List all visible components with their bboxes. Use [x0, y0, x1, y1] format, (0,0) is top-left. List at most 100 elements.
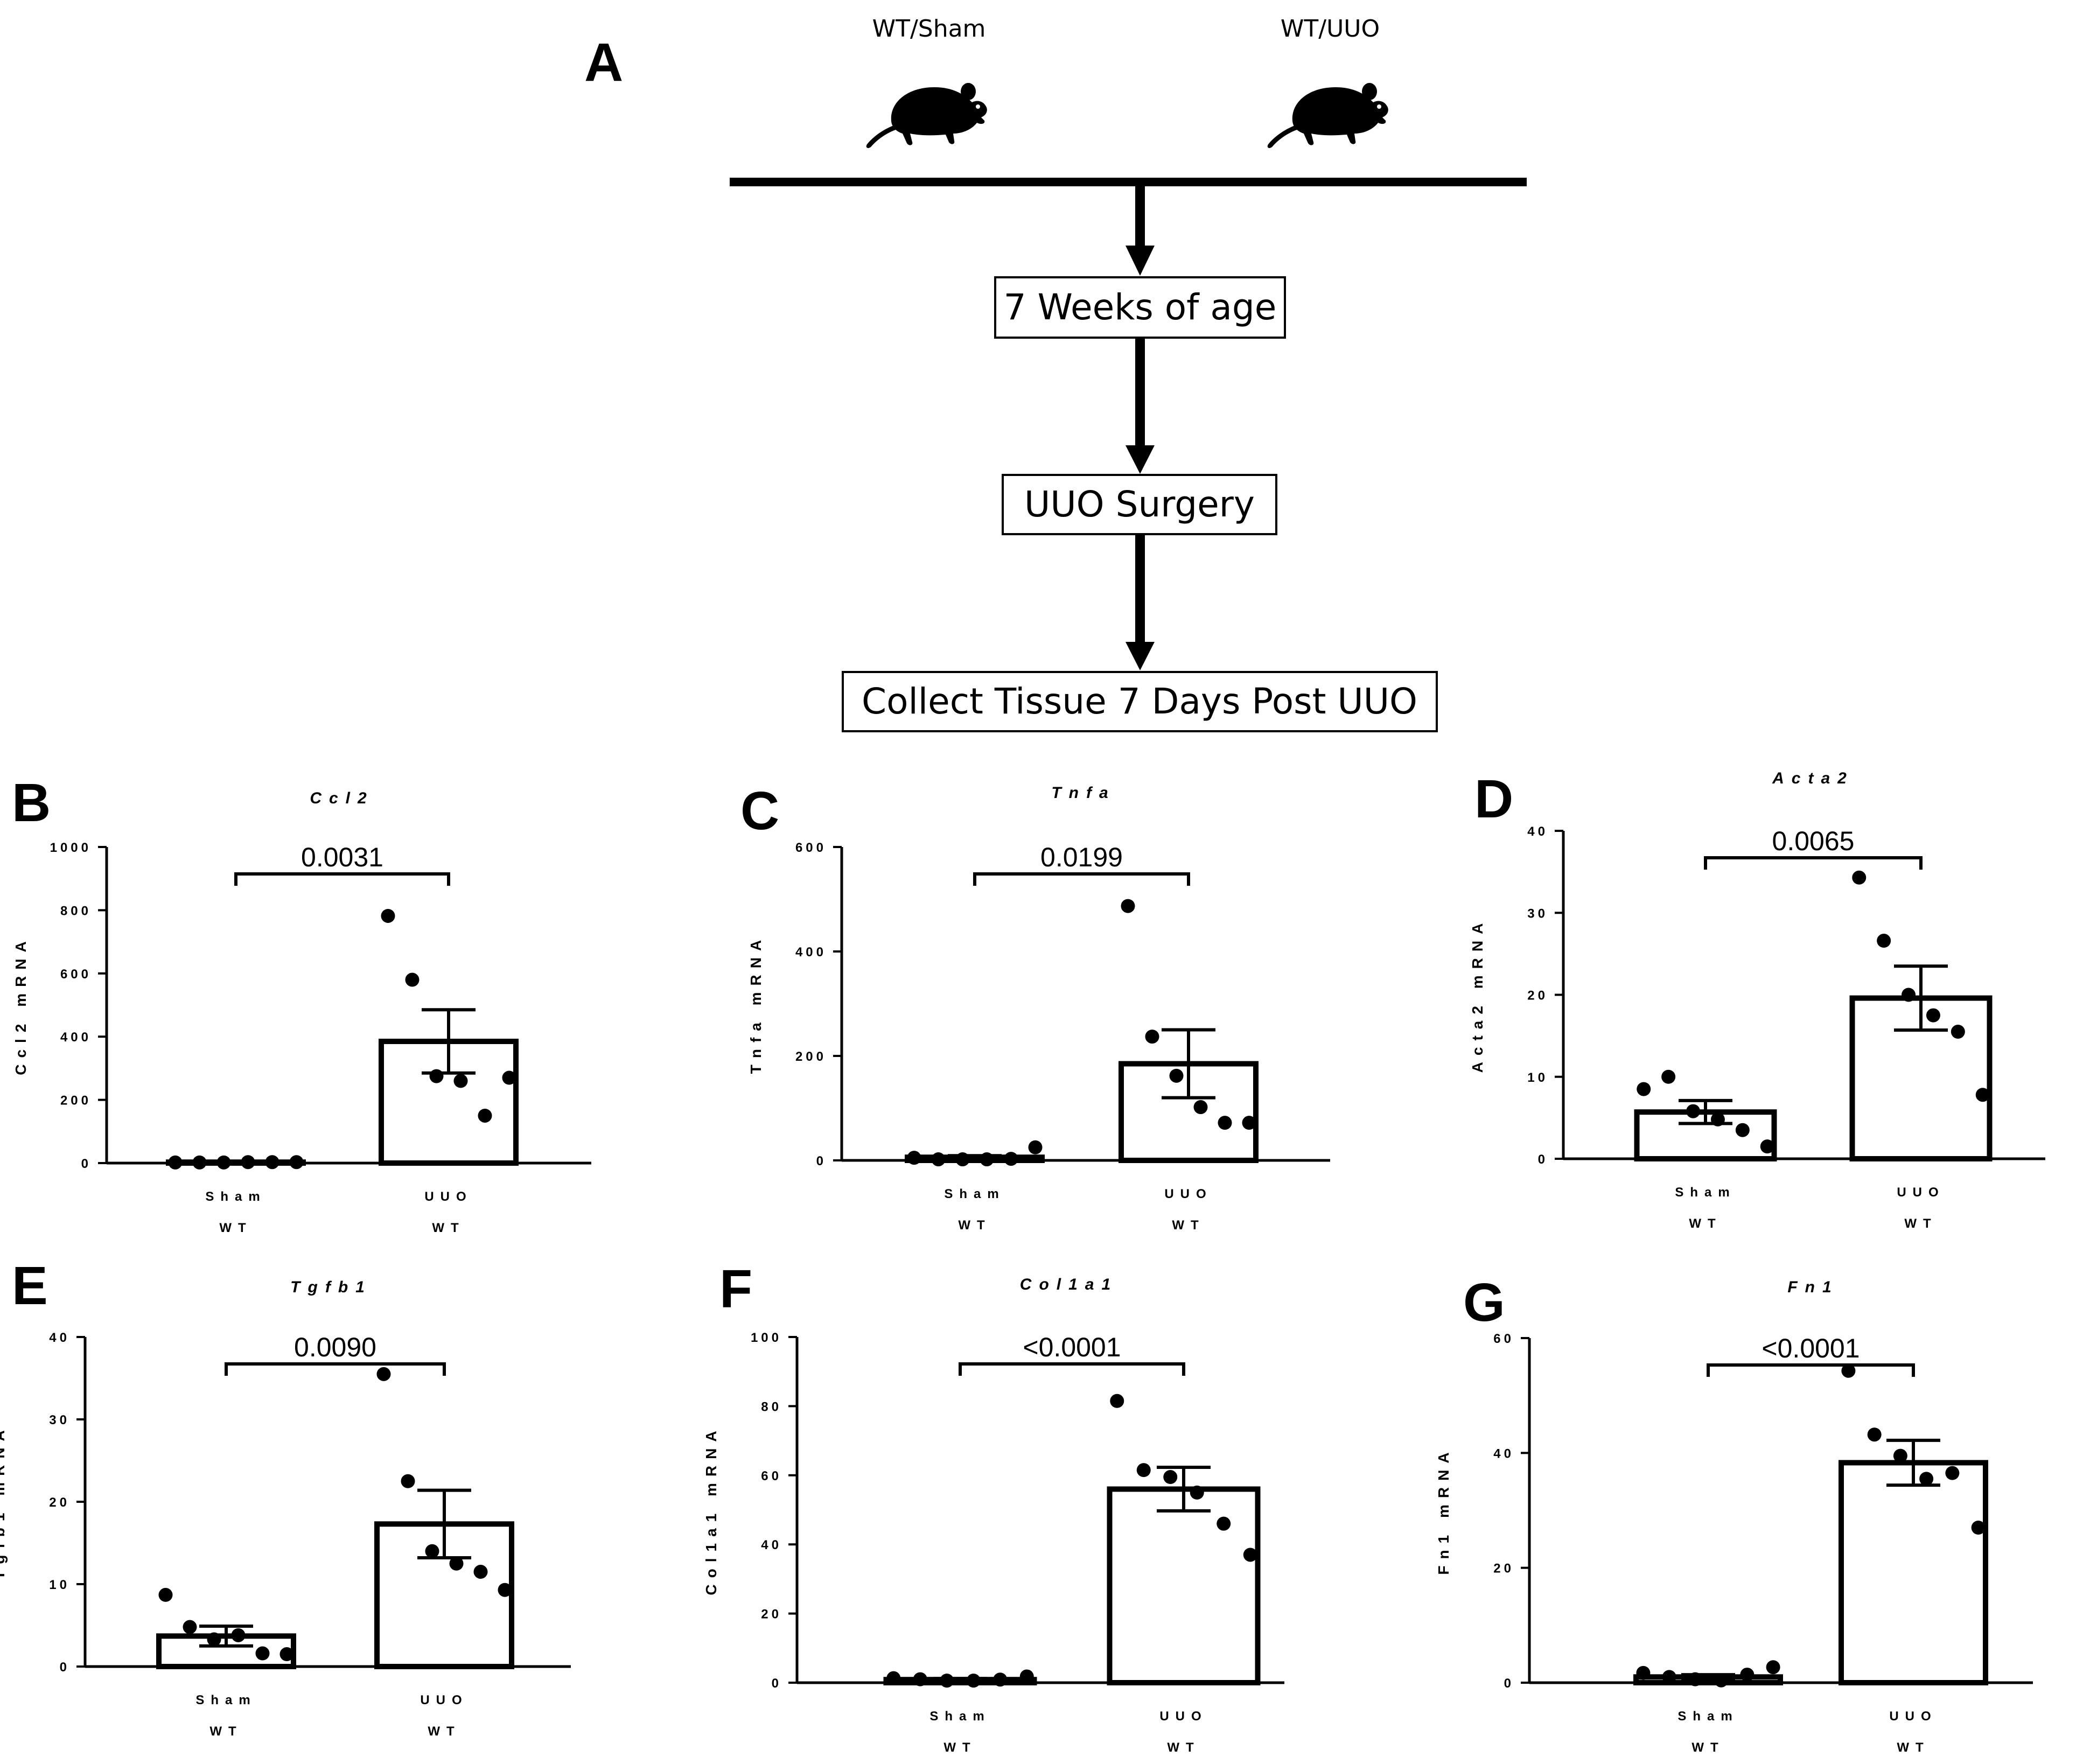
data-point: [231, 1628, 246, 1642]
y-tick-label: 800: [60, 904, 92, 918]
data-point: [1169, 1068, 1184, 1083]
panel-letter: B: [12, 773, 51, 833]
category-label: Sham: [1675, 1185, 1736, 1200]
flow-arrow-shaft: [1135, 338, 1145, 445]
panel-a-workflow: A WT/Sham WT/UUO 7 Weeks of age UUO Surg…: [584, 15, 1527, 732]
chart-title: Col1a1: [1020, 1276, 1118, 1293]
data-point: [183, 1620, 197, 1634]
data-point: [1136, 1463, 1151, 1478]
data-point: [1975, 1088, 1990, 1102]
data-point: [1710, 1112, 1725, 1126]
panel-letter-a: A: [584, 32, 623, 93]
data-point: [1841, 1363, 1856, 1378]
group-label: WT: [432, 1221, 465, 1235]
group-label: WT: [1172, 1218, 1205, 1233]
panel-letter: F: [719, 1259, 752, 1319]
group-label: WT: [209, 1724, 242, 1739]
data-point: [1971, 1521, 1986, 1535]
data-point: [289, 1155, 304, 1170]
data-point: [255, 1646, 270, 1661]
group-label: WT: [1897, 1740, 1930, 1755]
data-point: [376, 1367, 391, 1381]
category-label: UUO: [1897, 1185, 1945, 1200]
data-point: [1163, 1470, 1178, 1485]
significance-bracket: [973, 872, 1190, 886]
chart-title: Ccl2: [310, 789, 374, 807]
data-point: [1217, 1516, 1231, 1531]
flow-step-2-label: UUO Surgery: [1024, 484, 1255, 525]
group-label: WT: [1689, 1216, 1722, 1231]
data-point: [1218, 1116, 1232, 1130]
panel-letter: D: [1474, 769, 1513, 829]
data-point: [993, 1672, 1008, 1687]
y-axis-label: Acta2 mRNA: [1469, 917, 1486, 1073]
y-tick-label: 0: [81, 1157, 92, 1171]
y-tick-label: 0: [772, 1676, 782, 1691]
y-tick-label: 100: [751, 1331, 782, 1345]
flow-step-1: 7 Weeks of age: [994, 276, 1286, 339]
data-point: [886, 1671, 901, 1685]
data-point: [1902, 988, 1916, 1002]
data-point: [1686, 1104, 1701, 1118]
data-point: [1145, 1030, 1159, 1044]
y-tick-label: 30: [1527, 906, 1548, 921]
data-point: [1242, 1116, 1256, 1130]
data-point: [913, 1672, 927, 1686]
data-point: [1193, 1100, 1208, 1115]
y-tick-label: 20: [1493, 1562, 1514, 1576]
y-tick-label: 20: [761, 1607, 782, 1622]
y-tick-label: 20: [49, 1495, 70, 1510]
p-value-label: 0.0031: [301, 842, 383, 872]
data-point: [1766, 1660, 1780, 1675]
flow-arrow-head: [1126, 445, 1155, 474]
data-point: [1190, 1485, 1204, 1500]
data-point: [279, 1647, 294, 1662]
data-point: [1893, 1448, 1907, 1463]
data-point: [216, 1155, 231, 1170]
p-value-label: 0.0065: [1772, 826, 1855, 856]
group-label: WT: [219, 1221, 252, 1235]
group-label: WT: [943, 1740, 976, 1755]
chart-title: Tnfa: [1051, 784, 1115, 802]
data-point: [1867, 1427, 1882, 1442]
y-tick-label: 0: [1504, 1676, 1514, 1691]
flow-step-3: Collect Tissue 7 Days Post UUO: [842, 671, 1438, 732]
data-point: [158, 1587, 173, 1602]
significance-bracket: [225, 1362, 446, 1376]
significance-bracket: [959, 1362, 1185, 1376]
y-tick-label: 1000: [50, 841, 92, 855]
y-axis-label: Fn1 mRNA: [1435, 1446, 1452, 1574]
y-tick-label: 200: [60, 1094, 92, 1108]
panel-letter: G: [1463, 1272, 1505, 1333]
p-value-label: 0.0090: [294, 1332, 376, 1362]
flow-step-3-label: Collect Tissue 7 Days Post UUO: [862, 681, 1417, 722]
flow-arrow-head: [1126, 246, 1155, 276]
data-point: [502, 1070, 516, 1085]
data-point: [1852, 870, 1867, 885]
panel-letter: E: [12, 1256, 48, 1316]
p-value-label: <0.0001: [1023, 1332, 1121, 1362]
data-point: [207, 1632, 221, 1647]
data-point: [1637, 1082, 1651, 1096]
group-label: WT: [958, 1218, 991, 1233]
y-tick-label: 600: [795, 841, 827, 855]
bar-uuo: [1107, 1486, 1261, 1685]
data-point: [241, 1155, 255, 1170]
significance-bracket: [234, 872, 450, 886]
y-tick-label: 0: [60, 1660, 70, 1675]
data-point: [478, 1108, 492, 1123]
data-point: [265, 1155, 279, 1170]
timeline-bar: [730, 178, 1527, 186]
category-label: Sham: [205, 1189, 266, 1204]
data-point: [1714, 1673, 1729, 1688]
data-point: [1735, 1123, 1750, 1137]
data-point: [192, 1155, 207, 1170]
y-tick-label: 40: [49, 1331, 70, 1345]
data-point: [1760, 1139, 1774, 1154]
category-label: Sham: [929, 1709, 990, 1724]
p-value-label: <0.0001: [1762, 1333, 1860, 1363]
y-axis-label: Ccl2 mRNA: [12, 935, 29, 1075]
